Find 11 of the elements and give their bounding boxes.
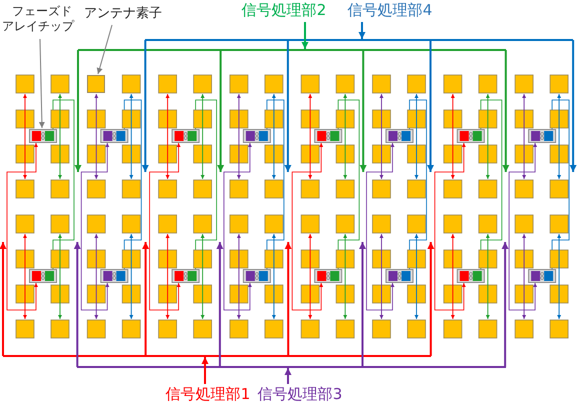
callout-label: フェーズドアレイチップ	[0, 4, 76, 38]
arrow	[358, 22, 366, 39]
antenna-element	[87, 75, 105, 93]
processor-label: 信号処理部2	[234, 1, 334, 21]
arrow	[202, 357, 208, 384]
leader-line	[96, 24, 112, 74]
arrow	[302, 22, 308, 49]
leader-line	[38, 38, 45, 128]
phased-array-chip	[29, 129, 57, 143]
arrow	[284, 368, 292, 384]
processor-label: 信号処理部4	[340, 1, 440, 21]
